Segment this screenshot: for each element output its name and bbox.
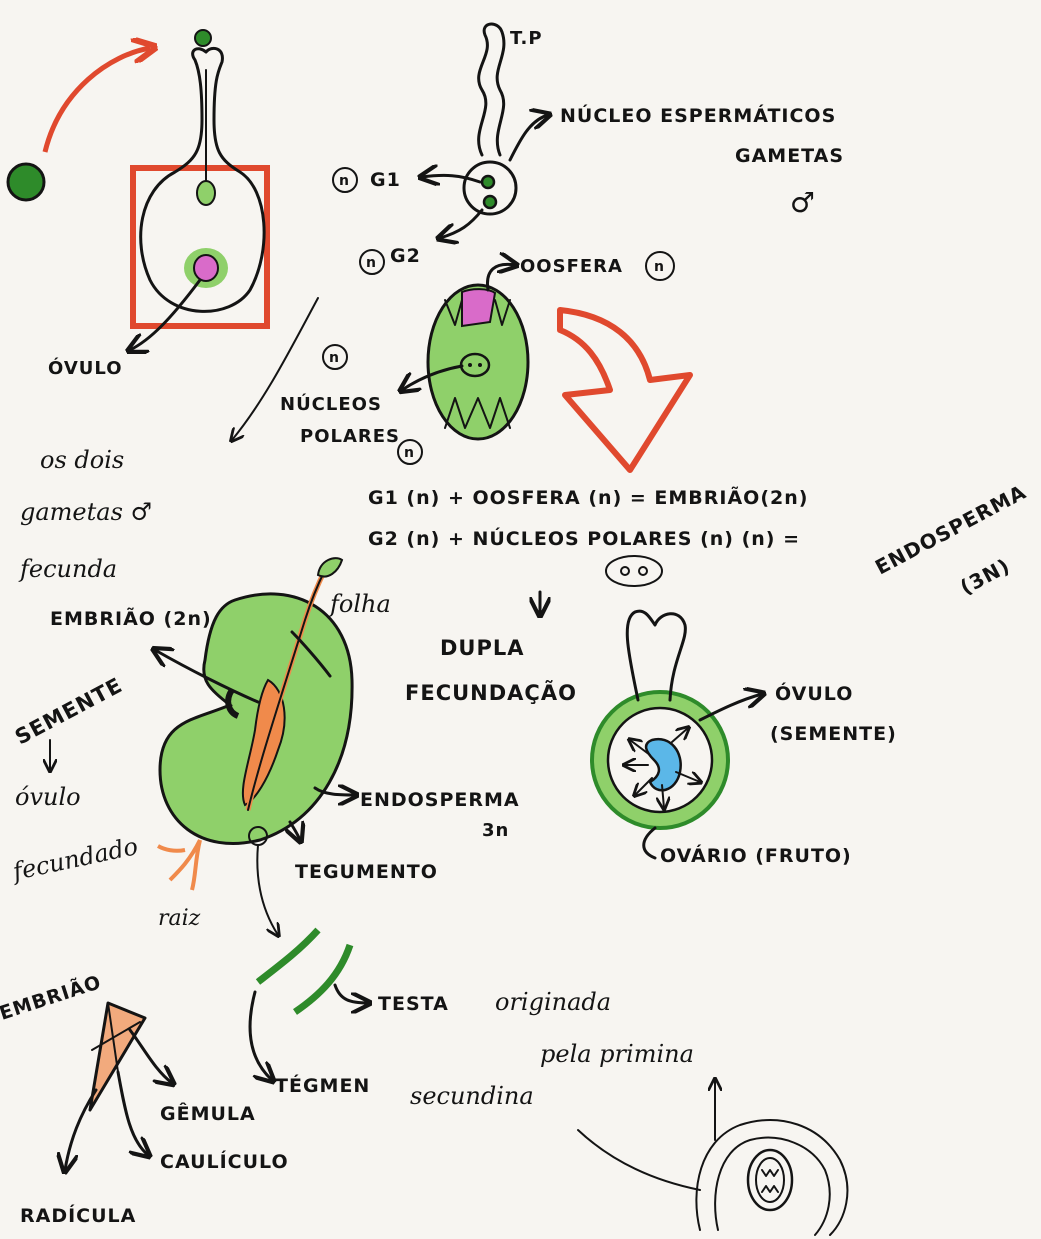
note-fecunda: fecunda — [18, 555, 117, 583]
pollen-red-arrow — [45, 48, 150, 152]
label-fecundado: fecundado — [8, 832, 140, 886]
label-tp: T.P — [510, 28, 543, 49]
label-secundina: secundina — [410, 1082, 534, 1110]
label-testa: TESTA — [378, 993, 449, 1015]
label-folha: folha — [328, 590, 391, 618]
ovule-cross-section — [578, 1080, 847, 1235]
note-os-dois: os dois — [40, 446, 124, 474]
root-lines — [158, 840, 200, 890]
label-embriao: EMBRIÃO — [0, 969, 104, 1025]
label-polares: POLARES — [300, 426, 400, 447]
oosfera-cell — [462, 289, 495, 326]
label-gametas: GAMETAS — [735, 145, 844, 167]
embryo-cone — [90, 1003, 145, 1110]
label-n-g2: n — [366, 255, 377, 271]
stigma-style — [627, 611, 685, 700]
label-radicula: RADÍCULA — [20, 1204, 136, 1227]
integument-layers — [250, 930, 368, 1080]
label-ovulo-cursive: óvulo — [15, 783, 81, 811]
leaf-icon — [318, 558, 342, 576]
note-gametas: gametas ♂ — [20, 498, 152, 526]
embryo-detail — [65, 1003, 172, 1170]
pollen-tube-wavy — [479, 24, 504, 155]
label-dupla: DUPLA — [440, 636, 525, 660]
label-tegmen: TÉGMEN — [275, 1074, 370, 1097]
label-3n: 3n — [482, 820, 509, 841]
label-semente: SEMENTE — [11, 673, 126, 750]
polar-nuclei — [461, 354, 489, 376]
pollen-tube-tip — [197, 181, 215, 205]
label-semente-right: (SEMENTE) — [770, 723, 897, 745]
label-ovulo-left: ÓVULO — [48, 357, 123, 379]
label-raiz: raiz — [158, 906, 201, 931]
big-red-arrow — [560, 310, 690, 470]
pollen-on-stigma — [195, 30, 211, 46]
label-endosperma-3n-line2: (3N) — [956, 553, 1014, 599]
pollen-tube-group: T.P NÚCLEO ESPERMÁTICOS GAMETAS ♂ n G1 n… — [333, 24, 844, 274]
tegmen-arc — [258, 930, 318, 982]
equation-1: G1 (n) + OOSFERA (n) = EMBRIÃO(2n) — [368, 485, 808, 509]
label-tegumento: TEGUMENTO — [295, 861, 438, 883]
label-n-oosfera: n — [654, 259, 665, 275]
label-fecundacao: FECUNDAÇÃO — [405, 680, 577, 705]
label-g1: G1 — [370, 169, 401, 191]
label-originada: originada — [495, 988, 611, 1016]
label-nucleo-espermaticos: NÚCLEO ESPERMÁTICOS — [560, 103, 836, 127]
testa-arc — [295, 945, 350, 1012]
label-male-top: ♂ — [790, 186, 816, 219]
label-n-g1: n — [339, 173, 350, 189]
fruit-group — [592, 611, 762, 858]
label-n-polares: n — [404, 445, 415, 461]
label-ovario-fruto: OVÁRIO (FRUTO) — [660, 844, 852, 867]
equation-2: G2 (n) + NÚCLEOS POLARES (n) (n) = — [368, 526, 800, 550]
label-g2: G2 — [390, 245, 421, 267]
embryo-sac-group: OOSFERA n n NÚCLEOS POLARES n — [280, 252, 674, 464]
label-nucleos: NÚCLEOS — [280, 393, 382, 415]
label-ovulo-right: ÓVULO — [775, 681, 853, 705]
label-n-nucleos: n — [329, 350, 340, 366]
pollen-grain — [8, 164, 44, 200]
label-pela-primina: pela primina — [540, 1040, 694, 1068]
label-endosperma: ENDOSPERMA — [360, 789, 520, 811]
label-caulículo: CAULÍCULO — [160, 1150, 289, 1173]
label-embriao-2n: EMBRIÃO (2n) — [50, 606, 212, 630]
pollen-pistil-group: ÓVULO — [8, 30, 267, 379]
label-oosfera: OOSFERA — [520, 256, 623, 277]
label-gemula: GÊMULA — [160, 1102, 256, 1125]
